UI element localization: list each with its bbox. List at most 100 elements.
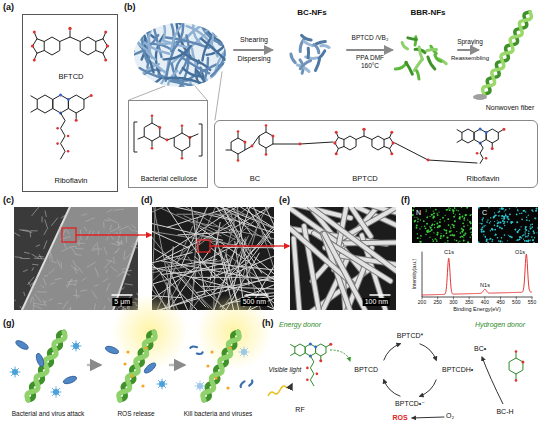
- fiber-texture: [102, 306, 105, 310]
- fiber-texture: [129, 228, 133, 232]
- species-label: ROS: [392, 414, 407, 422]
- eds-signal: [478, 241, 479, 243]
- fiber-texture: [131, 246, 138, 248]
- eds-signal: [464, 218, 465, 219]
- atom-dot: [502, 128, 505, 131]
- eds-signal: [495, 234, 496, 235]
- nanofiber: [294, 238, 305, 310]
- bond: [70, 31, 71, 37]
- nanofiber: [435, 55, 441, 62]
- eds-signal: [450, 228, 451, 229]
- virus: [53, 389, 59, 395]
- nanofiber: [291, 54, 295, 63]
- fiber-texture: [69, 307, 71, 310]
- ring: [295, 344, 305, 356]
- panel-g-scenes: [10, 294, 272, 400]
- fiber-texture: [119, 226, 128, 230]
- fiber-texture: [67, 279, 71, 288]
- fiber-texture: [31, 298, 32, 303]
- fiber-texture: [112, 243, 116, 244]
- fiber-texture: [33, 302, 34, 310]
- bond: [266, 127, 267, 132]
- bacterium: [62, 375, 77, 385]
- fiber-texture: [28, 277, 34, 284]
- eds-signal: [457, 210, 458, 211]
- atom-dot: [479, 128, 482, 131]
- atom-dot: [243, 141, 246, 144]
- atom-dot: [56, 127, 59, 130]
- atom-dot: [485, 157, 488, 160]
- eds-signal: [486, 221, 488, 223]
- fiber-texture: [92, 250, 95, 251]
- fiber-texture: [76, 289, 77, 298]
- virus-spike: [76, 349, 77, 351]
- cycle-arrow: [420, 380, 437, 397]
- sem-image: [152, 207, 274, 310]
- virus-spike: [246, 348, 247, 349]
- bond: [35, 53, 37, 58]
- fiber-texture: [75, 280, 77, 285]
- virus-spike: [164, 386, 165, 387]
- eds-signal: [526, 240, 528, 242]
- virus-spike: [78, 342, 79, 343]
- eds-signal: [516, 207, 517, 208]
- stage-label: Nonwoven fiber: [486, 104, 535, 112]
- fiber-texture: [58, 225, 60, 234]
- fiber-strand: [483, 12, 532, 94]
- zoom-line: [129, 86, 165, 100]
- eds-signal: [436, 222, 438, 224]
- eds-signal: [433, 210, 434, 211]
- fiber-texture: [32, 268, 33, 271]
- atom-dot: [151, 115, 154, 118]
- atom-dot: [181, 157, 184, 160]
- bond: [182, 128, 183, 133]
- nanofiber: [314, 45, 319, 53]
- species-label: BC-H: [496, 408, 513, 416]
- eds-signal: [458, 242, 459, 243]
- fiber-texture: [79, 240, 80, 245]
- ros-particle: [226, 386, 229, 389]
- axis-title: Binding Energy(eV): [453, 306, 501, 312]
- bond: [245, 136, 259, 150]
- fiber-texture: [24, 252, 29, 253]
- eds-signal: [501, 227, 503, 229]
- eds-signal: [426, 217, 427, 218]
- panel-letter: (h): [262, 318, 274, 328]
- atom-dot: [476, 152, 479, 155]
- eds-signal: [532, 239, 534, 241]
- eds-signal: [466, 207, 468, 209]
- nanofiber: [223, 59, 248, 82]
- fiber-texture: [37, 291, 46, 292]
- node-text: Riboflavin: [467, 175, 500, 184]
- atom-dot: [237, 159, 240, 162]
- bond: [364, 131, 365, 136]
- eds-signal: [449, 231, 451, 233]
- fiber-texture: [21, 258, 30, 259]
- nanofiber: [414, 59, 422, 70]
- eds-signal: [454, 207, 456, 208]
- eds-signal: [486, 239, 488, 241]
- eds-signal: [519, 229, 521, 231]
- fiber-texture: [116, 248, 120, 253]
- eds-signal: [464, 217, 465, 218]
- eds-signal: [528, 241, 529, 242]
- virus-spike: [244, 347, 245, 349]
- eds-signal: [462, 236, 464, 238]
- xps-chart: [422, 252, 532, 299]
- eds-signal: [417, 237, 418, 238]
- cycle-arrow: [384, 344, 401, 361]
- ring: [68, 95, 84, 113]
- node-text: 5 μm: [112, 298, 132, 306]
- fiber-texture: [94, 285, 98, 286]
- eds-signal: [493, 215, 495, 217]
- atom-dot: [271, 135, 274, 138]
- eds-signal: [436, 239, 437, 240]
- fiber-texture: [44, 275, 47, 276]
- virus-spike: [200, 389, 201, 391]
- eds-signal: [447, 242, 448, 243]
- fiber-texture: [97, 245, 99, 255]
- grafted-structure: [226, 124, 505, 163]
- fiber-texture: [58, 303, 62, 305]
